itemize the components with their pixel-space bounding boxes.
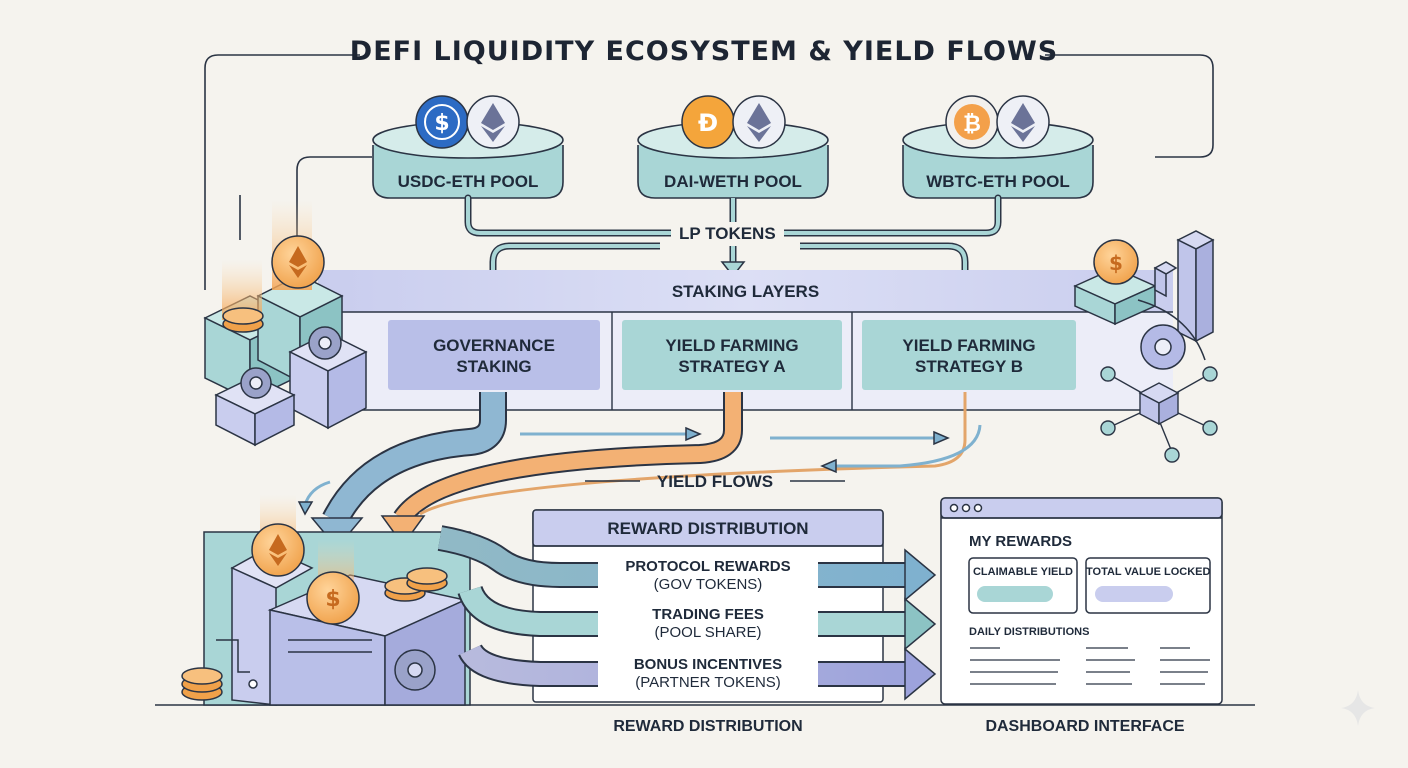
gear-icon xyxy=(308,326,342,360)
dashboard-window xyxy=(940,497,1223,705)
staking-box-governance-line2: STAKING xyxy=(456,357,532,376)
svg-text:$: $ xyxy=(434,111,449,136)
staking-box-strategy-a-line2: STRATEGY A xyxy=(678,357,786,376)
network-node-icon xyxy=(1100,366,1218,463)
lp-tokens-label: LP TOKENS xyxy=(671,224,784,244)
sparkle-icon xyxy=(1341,690,1375,726)
gear-icon-4 xyxy=(394,649,436,691)
card-total-value-locked: TOTAL VALUE LOCKED xyxy=(1086,566,1211,578)
right-decor: $ xyxy=(1073,230,1215,361)
reward-arrowheads xyxy=(904,548,937,701)
svg-text:$: $ xyxy=(325,587,340,612)
staking-layers-header: STAKING LAYERS xyxy=(671,282,820,301)
stream-trading-fees: TRADING FEES (POOL SHARE) xyxy=(598,606,818,642)
dashboard-interface-footer: DASHBOARD INTERFACE xyxy=(985,718,1185,735)
pool-token-icons: $ Đ ₿ xyxy=(415,95,1050,149)
left-top-coins xyxy=(222,200,325,333)
pool-label-dai-weth: DAI-WETH POOL xyxy=(664,172,802,191)
vault-coins: $ xyxy=(181,495,448,701)
yield-flows-label: YIELD FLOWS xyxy=(656,472,774,491)
pool-label-wbtc-eth: WBTC-ETH POOL xyxy=(926,172,1070,191)
stream-protocol-rewards-title: PROTOCOL REWARDS xyxy=(625,558,791,575)
svg-text:Đ: Đ xyxy=(698,109,718,137)
staking-box-governance-line1: GOVERNANCE xyxy=(433,336,555,355)
stream-bonus-incentives-title: BONUS INCENTIVES xyxy=(633,656,783,673)
gear-icon-2 xyxy=(240,367,272,399)
dollar-coin-icon xyxy=(1093,239,1139,285)
pool-label-usdc-eth: USDC-ETH POOL xyxy=(397,172,539,191)
reward-streams xyxy=(437,525,908,687)
dashboard-table-lines xyxy=(970,647,1210,685)
gear-icon-3 xyxy=(1140,324,1186,370)
staking-box-strategy-a-line1: YIELD FARMING xyxy=(665,336,799,355)
yield-flow-pipes xyxy=(303,392,982,527)
staking-box-strategy-b-line2: STRATEGY B xyxy=(915,357,1023,376)
daily-distributions-label: DAILY DISTRIBUTIONS xyxy=(969,626,1090,638)
staking-box-strategy-b: YIELD FARMING STRATEGY B xyxy=(864,335,1074,377)
stream-bonus-incentives: BONUS INCENTIVES (PARTNER TOKENS) xyxy=(598,656,818,692)
stream-protocol-rewards: PROTOCOL REWARDS (GOV TOKENS) xyxy=(598,558,818,594)
staking-box-strategy-b-line1: YIELD FARMING xyxy=(902,336,1036,355)
stream-bonus-incentives-subtitle: (PARTNER TOKENS) xyxy=(635,674,781,691)
staking-box-strategy-a: YIELD FARMING STRATEGY A xyxy=(627,335,837,377)
card-claimable-yield: CLAIMABLE YIELD xyxy=(972,566,1074,578)
svg-text:₿: ₿ xyxy=(963,112,981,137)
staking-band xyxy=(318,270,1173,411)
staking-box-governance: GOVERNANCE STAKING xyxy=(389,335,599,377)
svg-text:$: $ xyxy=(1109,251,1123,275)
dollar-coin-icon-2 xyxy=(306,571,360,625)
stream-trading-fees-subtitle: (POOL SHARE) xyxy=(654,624,762,641)
lp-token-pipes xyxy=(464,194,1002,302)
page-title: DEFI LIQUIDITY ECOSYSTEM & YIELD FLOWS xyxy=(349,36,1059,67)
reward-distribution-footer: REWARD DISTRIBUTION xyxy=(613,718,803,735)
dashboard-title: MY REWARDS xyxy=(969,533,1073,550)
stream-trading-fees-title: TRADING FEES xyxy=(652,606,764,623)
reward-panel-header: REWARD DISTRIBUTION xyxy=(607,519,809,538)
stream-protocol-rewards-subtitle: (GOV TOKENS) xyxy=(653,576,763,593)
